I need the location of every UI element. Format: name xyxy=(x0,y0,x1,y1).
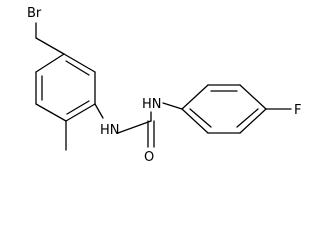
ring1-bond-e xyxy=(35,103,67,122)
fluoro-phenyl-ring xyxy=(181,84,267,134)
ring2-bond-c xyxy=(239,84,267,110)
ring1-bond-b xyxy=(63,53,96,73)
n-c-bond-left xyxy=(117,120,152,134)
ring2-bond-f xyxy=(181,108,209,134)
structure-canvas: Br HN O HN F xyxy=(27,6,301,165)
carbonyl-oxygen-label: O xyxy=(144,150,154,165)
nh-left-label: HN xyxy=(100,123,120,138)
ring1-bond-a xyxy=(35,37,65,55)
ring2-bond-a xyxy=(181,84,209,110)
bromo-methyl-phenyl-ring xyxy=(35,37,96,122)
chemical-structure-diagram: Br HN O HN F xyxy=(27,6,301,165)
ring2-bond-f-inner xyxy=(189,108,212,128)
aryl-n-bond-left xyxy=(94,103,104,119)
ring1-bond-b-inner xyxy=(65,60,90,76)
ring2-bond-d-inner xyxy=(236,108,259,128)
ring2-bond-d xyxy=(239,108,267,134)
bromine-label: Br xyxy=(27,6,42,21)
nh-right-label: HN xyxy=(142,97,162,112)
ring1-bond-d-inner xyxy=(66,100,90,115)
ring1-bond-d xyxy=(65,103,96,122)
n-aryl-bond-right xyxy=(162,102,183,110)
ring1-bond-g xyxy=(35,53,65,73)
fluorine-label: F xyxy=(294,103,301,118)
